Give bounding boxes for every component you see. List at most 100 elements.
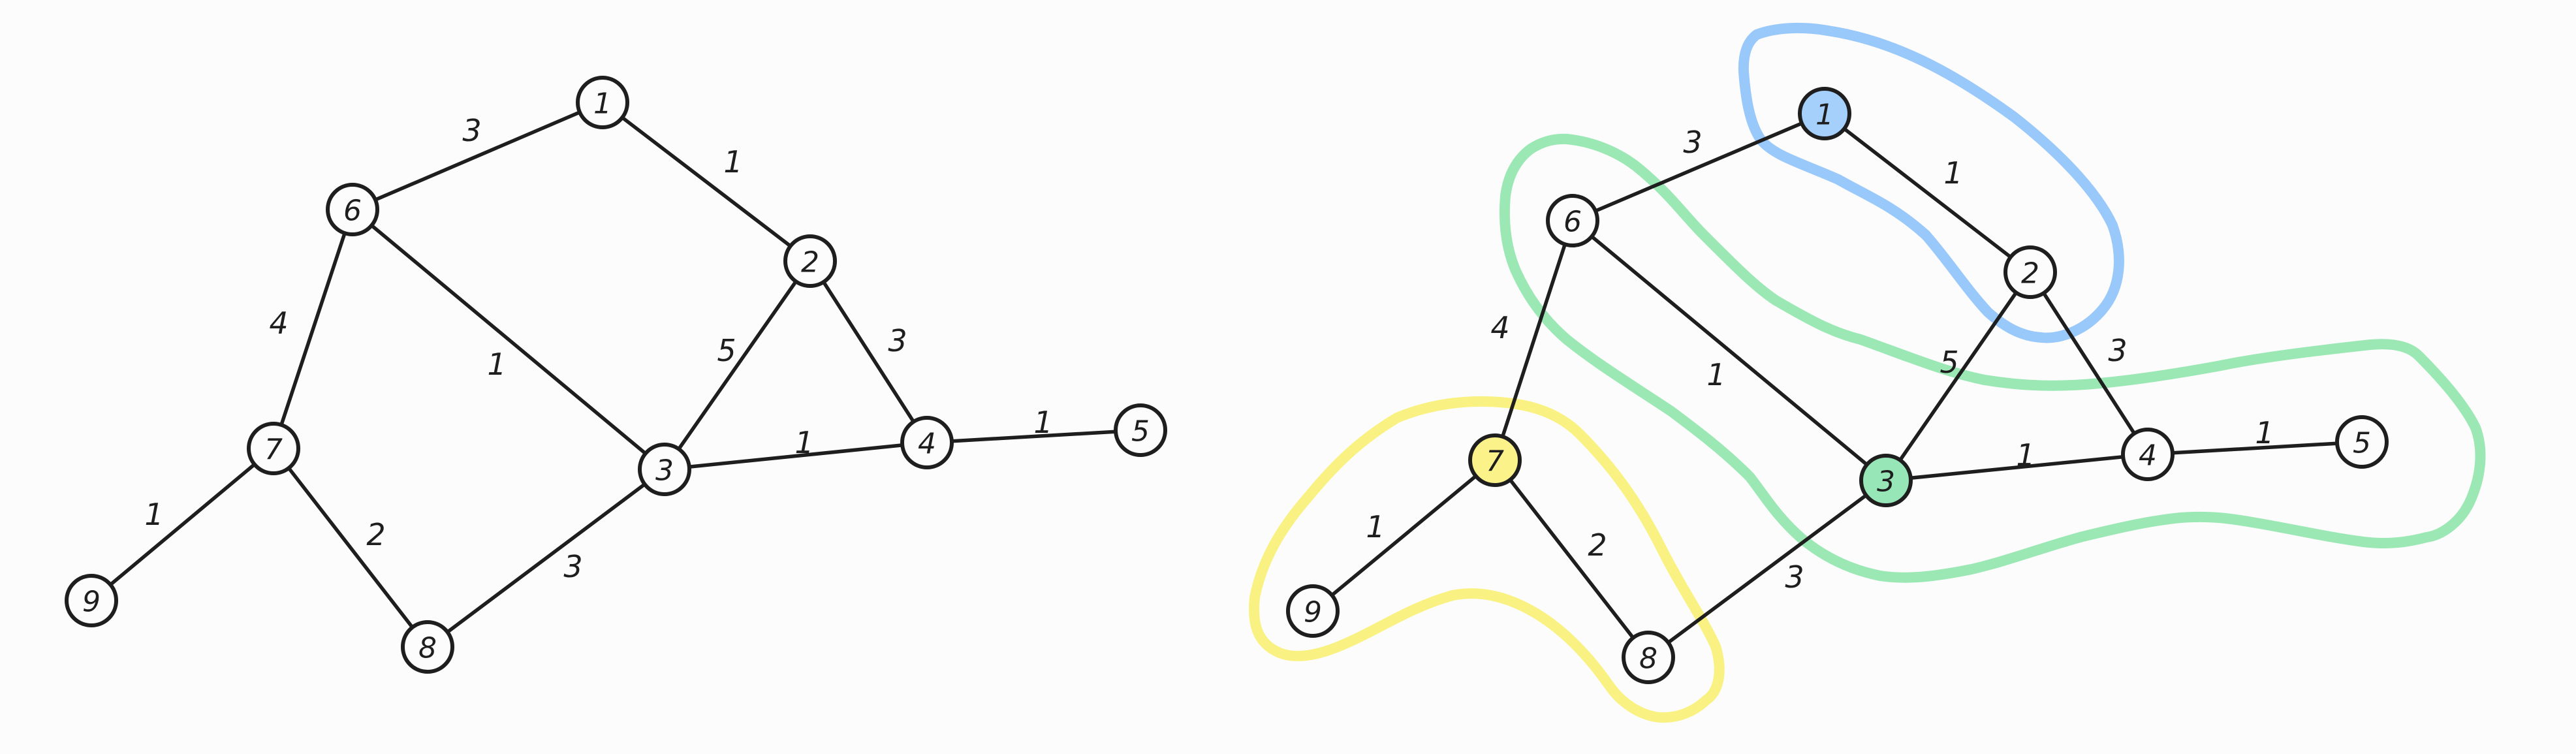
- edge-3-4: [663, 441, 929, 471]
- node-label: 8: [1639, 642, 1657, 676]
- node-circle: [2003, 245, 2057, 299]
- edge-2-3: [1884, 270, 2032, 482]
- edge-weight-2-4: 3: [2108, 333, 2127, 368]
- node-label: 2: [2021, 257, 2039, 291]
- node-label: 4: [918, 428, 936, 461]
- node-circle: [1286, 584, 1340, 638]
- node-circle: [576, 76, 629, 129]
- node-7[interactable]: 7: [247, 422, 300, 475]
- original-graph: 3 1 1 5 3 4 1 1 1 2 3 1 2 3 4 5 6 7 8 9: [65, 76, 1167, 674]
- edge-7-8: [1493, 458, 1650, 659]
- node-1[interactable]: 1: [1798, 87, 1851, 140]
- node-circle: [1859, 454, 1913, 507]
- edge-weight-4-5: 1: [2255, 415, 2274, 450]
- edge-weight-6-3: 1: [487, 347, 506, 382]
- edge-weight-6-1: 3: [462, 113, 481, 148]
- node-5[interactable]: 5: [2335, 415, 2389, 469]
- edge-weight-6-3: 1: [1706, 357, 1725, 392]
- node-circle: [900, 416, 954, 469]
- node-2[interactable]: 2: [2003, 245, 2057, 299]
- edge-6-1: [1571, 112, 1827, 223]
- node-circle: [326, 183, 379, 236]
- cluster-green-hull: [1499, 133, 2486, 583]
- node-label: 1: [1815, 99, 1834, 132]
- node-label: 2: [801, 246, 819, 279]
- clustered-graph-nodes: 1 2 3 4 5 6 7 8 9: [1286, 87, 2389, 684]
- edge-weight-1-2: 1: [1943, 155, 1962, 191]
- node-circle: [783, 234, 837, 288]
- node-label: 7: [264, 433, 283, 467]
- edge-6-1: [351, 101, 605, 212]
- edge-weight-2-3: 5: [1940, 345, 1958, 380]
- node-circle: [1468, 433, 1522, 487]
- node-circle: [2335, 415, 2389, 469]
- edge-weight-7-9: 1: [144, 497, 163, 532]
- node-label: 8: [418, 632, 437, 665]
- edge-2-4: [2028, 270, 2150, 456]
- node-label: 1: [593, 87, 612, 121]
- edge-weight-3-4: 1: [2016, 437, 2035, 473]
- node-label: 6: [343, 195, 362, 228]
- node-7[interactable]: 7: [1468, 433, 1522, 487]
- original-graph-edges: [89, 101, 1142, 649]
- edge-1-2: [1823, 112, 2032, 274]
- node-label: 9: [82, 586, 101, 619]
- edge-2-3: [663, 259, 812, 471]
- node-circle: [2121, 428, 2175, 481]
- clustered-graph-cluster-hulls: [1249, 22, 2486, 723]
- node-label: 6: [1563, 206, 1582, 239]
- node-2[interactable]: 2: [783, 234, 837, 288]
- node-circle: [247, 422, 300, 475]
- node-9[interactable]: 9: [1286, 584, 1340, 638]
- node-circle: [1622, 631, 1675, 684]
- edge-1-2: [601, 101, 812, 263]
- node-label: 7: [1486, 445, 1504, 479]
- edge-weight-7-9: 1: [1366, 509, 1385, 544]
- node-9[interactable]: 9: [65, 574, 118, 627]
- edge-3-4: [1884, 452, 2150, 482]
- node-3[interactable]: 3: [638, 443, 691, 496]
- edge-4-5: [2146, 440, 2364, 456]
- node-6[interactable]: 6: [1546, 194, 1599, 247]
- node-8[interactable]: 8: [1622, 631, 1675, 684]
- edge-4-5: [925, 428, 1142, 445]
- edge-weight-8-3: 3: [563, 549, 582, 584]
- original-graph-edge-labels: 3 1 1 5 3 4 1 1 1 2 3: [144, 113, 1052, 584]
- edge-weight-6-7: 4: [269, 306, 288, 341]
- edge-weight-2-4: 3: [888, 323, 907, 358]
- edge-7-9: [1311, 458, 1497, 613]
- node-label: 3: [655, 454, 674, 488]
- edge-8-3: [1646, 479, 1888, 659]
- edge-2-4: [808, 259, 929, 445]
- edge-weight-3-4: 1: [794, 425, 813, 460]
- edge-6-7: [1493, 219, 1575, 462]
- cluster-yellow-hull: [1249, 396, 1725, 723]
- node-4[interactable]: 4: [900, 416, 954, 469]
- node-label: 4: [2139, 439, 2157, 473]
- edge-6-3: [351, 208, 667, 471]
- edge-7-8: [272, 447, 430, 649]
- edge-weight-2-3: 5: [717, 333, 736, 368]
- node-3[interactable]: 3: [1859, 454, 1913, 507]
- node-circle: [401, 620, 454, 674]
- node-circle: [65, 574, 118, 627]
- edge-6-3: [1571, 219, 1888, 482]
- edge-8-3: [426, 467, 667, 649]
- edge-weight-7-8: 2: [366, 517, 385, 552]
- node-1[interactable]: 1: [576, 76, 629, 129]
- node-label: 5: [1131, 415, 1150, 448]
- node-circle: [638, 443, 691, 496]
- node-circle: [1798, 87, 1851, 140]
- original-graph-nodes: 1 2 3 4 5 6 7 8 9: [65, 76, 1167, 674]
- node-4[interactable]: 4: [2121, 428, 2175, 481]
- cluster-blue-hull: [1738, 22, 2124, 343]
- node-5[interactable]: 5: [1114, 403, 1167, 457]
- edge-weight-4-5: 1: [1033, 405, 1052, 440]
- node-6[interactable]: 6: [326, 183, 379, 236]
- node-8[interactable]: 8: [401, 620, 454, 674]
- edge-weight-1-2: 1: [723, 144, 742, 180]
- edge-6-7: [272, 208, 354, 450]
